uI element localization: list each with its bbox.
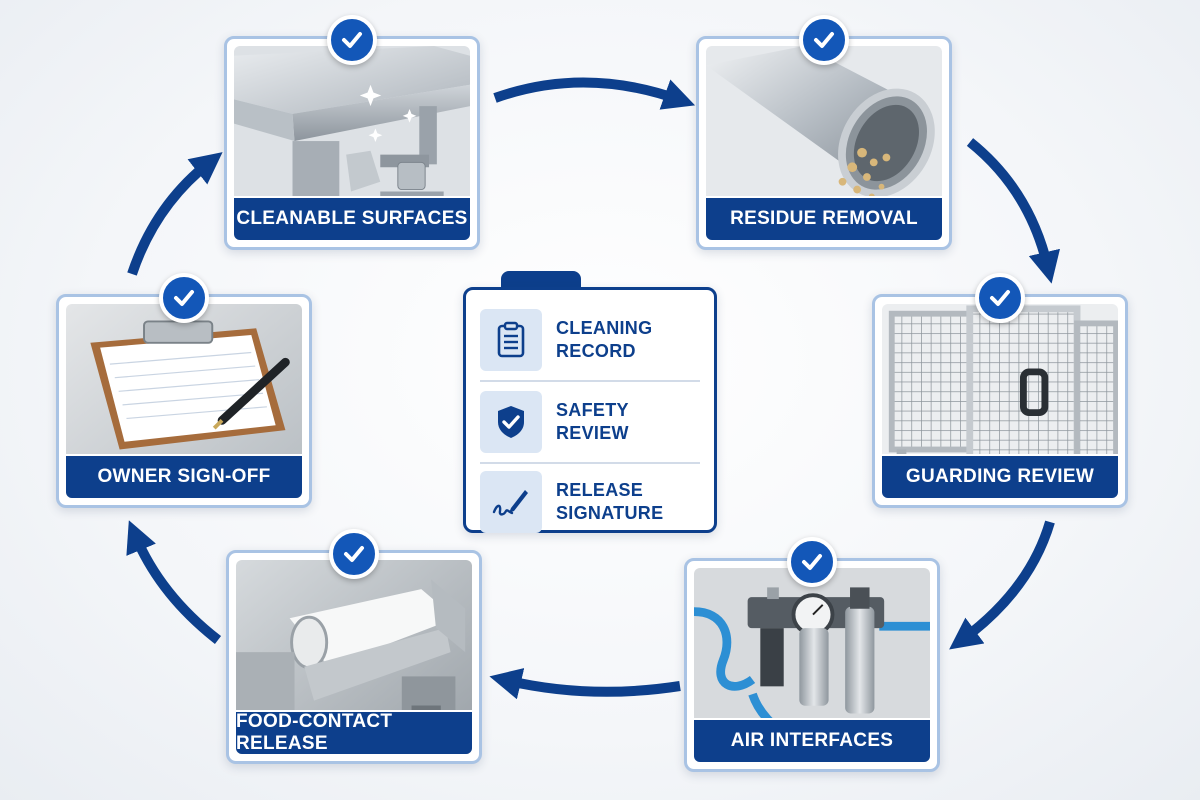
arrow-surfaces-to-residue — [493, 77, 696, 110]
step-label: CLEANABLE SURFACES — [234, 196, 470, 240]
step-card-air-interfaces[interactable]: AIR INTERFACES — [684, 537, 940, 772]
divider — [480, 462, 700, 464]
step-card-guarding-review[interactable]: GUARDING REVIEW — [872, 273, 1128, 508]
step-label: GUARDING REVIEW — [882, 454, 1118, 498]
step-card-cleanable-surfaces[interactable]: CLEANABLE SURFACES — [224, 15, 480, 250]
arrow-residue-to-guarding — [966, 138, 1060, 284]
folder-tab — [501, 271, 581, 291]
step-label: RESIDUE REMOVAL — [706, 196, 942, 240]
step-card-residue-removal[interactable]: RESIDUE REMOVAL — [696, 15, 952, 250]
step-card-owner-sign-off[interactable]: OWNER SIGN-OFF — [56, 273, 312, 508]
step-label: FOOD-CONTACT RELEASE — [236, 710, 472, 754]
checkmark-icon — [975, 273, 1025, 323]
checklist-item-line1: CLEANING — [556, 318, 653, 338]
checklist-panel: CLEANING RECORD SAFETY REVIEW RELEASE SI… — [463, 287, 717, 533]
shield-check-icon — [480, 391, 542, 453]
clipboard-list-icon — [480, 309, 542, 371]
checklist-item-release-signature[interactable]: RELEASE SIGNATURE — [480, 466, 700, 538]
checklist-item-line2: SIGNATURE — [556, 503, 664, 523]
step-label: AIR INTERFACES — [694, 718, 930, 762]
divider — [480, 380, 700, 382]
checkmark-icon — [329, 529, 379, 579]
checklist-item-cleaning-record[interactable]: CLEANING RECORD — [480, 304, 700, 376]
checkmark-icon — [799, 15, 849, 65]
step-label: OWNER SIGN-OFF — [66, 454, 302, 498]
checklist-item-line2: REVIEW — [556, 423, 629, 443]
checkmark-icon — [787, 537, 837, 587]
arrow-air-to-food — [489, 668, 681, 700]
arrow-food-to-owner — [126, 520, 222, 644]
checklist-item-line1: RELEASE — [556, 480, 644, 500]
arrow-owner-to-surfaces — [127, 152, 223, 276]
checklist-item-line1: SAFETY — [556, 400, 629, 420]
step-card-food-contact-release[interactable]: FOOD-CONTACT RELEASE — [226, 529, 482, 764]
checklist-item-safety-review[interactable]: SAFETY REVIEW — [480, 386, 700, 458]
checkmark-icon — [327, 15, 377, 65]
pen-signature-icon — [480, 471, 542, 533]
checkmark-icon — [159, 273, 209, 323]
checklist-item-line2: RECORD — [556, 341, 636, 361]
arrow-guarding-to-air — [949, 520, 1055, 650]
